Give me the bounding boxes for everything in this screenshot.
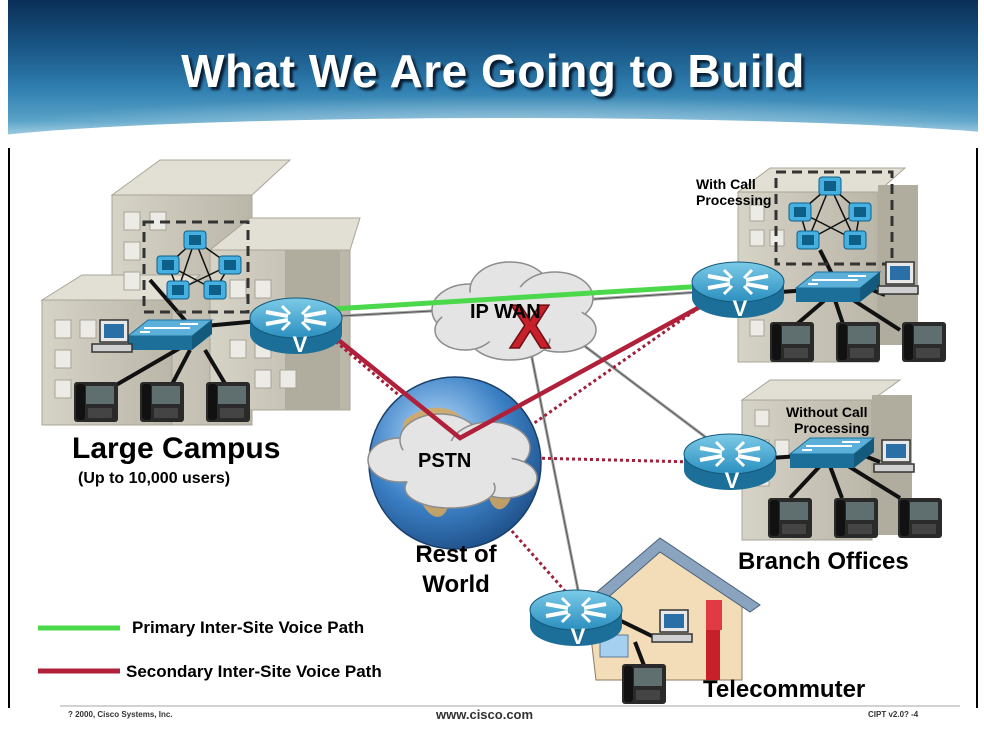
ip-wan-label: IP WAN: [470, 301, 541, 323]
branch-top-phone-icon: [770, 322, 814, 362]
branch-bottom-phone-icon: [898, 498, 942, 538]
slide-title: What We Are Going to Build: [181, 45, 805, 97]
pstn-label: PSTN: [418, 450, 472, 472]
svg-text:V: V: [571, 624, 586, 649]
wan-failure-x-icon: X: [509, 293, 550, 362]
campus-phone-icon: [140, 382, 184, 422]
telecommuter-router-icon: V: [528, 588, 624, 649]
pstn-cloud: [367, 413, 538, 509]
branch-offices-label: Branch Offices: [738, 548, 909, 575]
title-banner: What We Are Going to Build: [8, 0, 978, 148]
campus-capacity: (Up to 10,000 users): [78, 470, 231, 487]
branch-top-phone-icon: [902, 322, 946, 362]
campus-router-icon: V: [248, 296, 344, 357]
legend-secondary-label: Secondary Inter-Site Voice Path: [126, 662, 382, 681]
frame-right: [976, 148, 978, 708]
svg-text:V: V: [733, 296, 748, 321]
frame-left: [8, 148, 10, 708]
without-call-processing-label: Without Call Processing: [786, 404, 870, 436]
campus-name: Large Campus: [72, 432, 281, 465]
primary-voice-path: [315, 281, 739, 313]
branch-bottom-router-icon: V: [682, 432, 778, 493]
branch-call-processing: [774, 170, 894, 266]
legend-primary-label: Primary Inter-Site Voice Path: [132, 618, 365, 637]
campus-phone-icon: [74, 382, 118, 422]
footer-copyright: ? 2000, Cisco Systems, Inc.: [68, 710, 173, 719]
branch-bottom-phone-icon: [768, 498, 812, 538]
rest-of-world-label: Rest of World: [415, 541, 497, 598]
branch-top-phone-icon: [836, 322, 880, 362]
branch-top-router-icon: V: [690, 260, 786, 321]
campus-phone-icon: [206, 382, 250, 422]
svg-text:V: V: [293, 332, 308, 357]
branch-bottom-phone-icon: [834, 498, 878, 538]
footer-course-code: CIPT v2.0? -4: [868, 710, 919, 719]
footer-url: www.cisco.com: [436, 707, 534, 722]
with-call-processing-label: With Call Processing: [696, 176, 772, 208]
campus-call-processing: [142, 220, 250, 314]
secondary-voice-path: [314, 284, 740, 441]
telecommuter-label: Telecommuter: [703, 676, 866, 703]
svg-text:V: V: [725, 468, 740, 493]
telecommuter-phone-icon: [622, 664, 666, 704]
